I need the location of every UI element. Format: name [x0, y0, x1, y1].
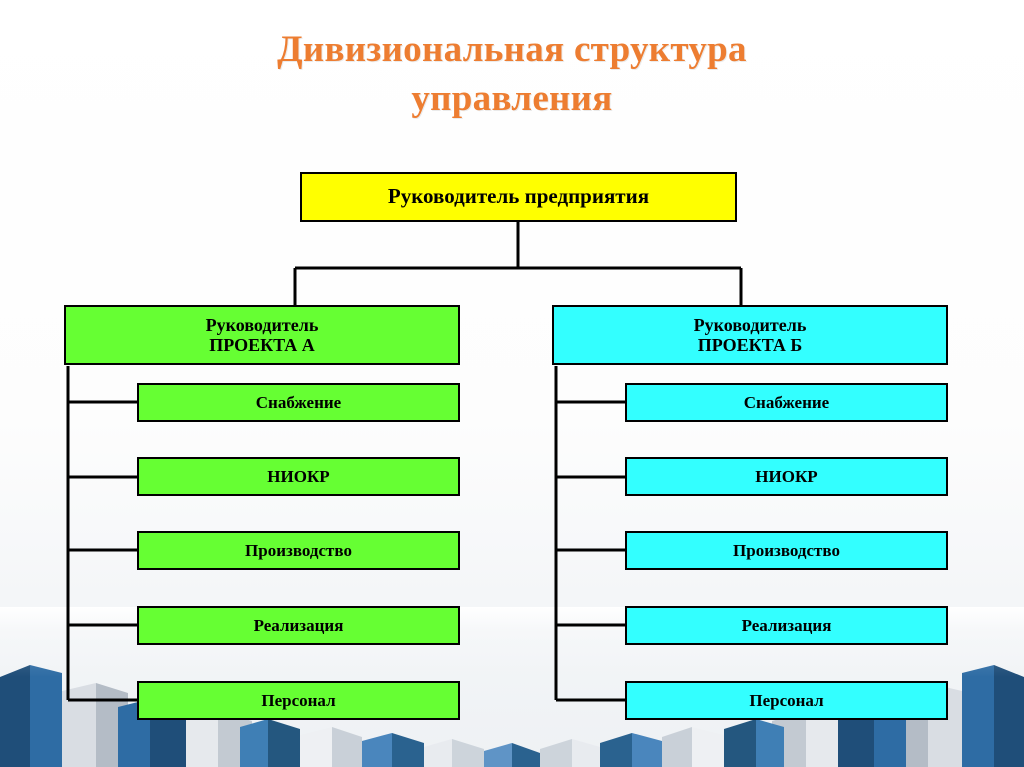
- node-b-production[interactable]: Производство: [625, 531, 948, 570]
- node-a-supply-label: Снабжение: [255, 392, 342, 412]
- node-root-label: Руководитель предприятия: [387, 184, 650, 209]
- node-a-sales[interactable]: Реализация: [137, 606, 460, 645]
- node-a-production-label: Производство: [245, 540, 352, 560]
- node-a-personnel-label: Персонал: [261, 690, 336, 710]
- node-a-rnd[interactable]: НИОКР: [137, 457, 460, 496]
- node-b-personnel[interactable]: Персонал: [625, 681, 948, 720]
- node-a-supply[interactable]: Снабжение: [137, 383, 460, 422]
- node-head-project-b-line2: ПРОЕКТА Б: [697, 335, 803, 355]
- node-b-production-label: Производство: [733, 540, 840, 560]
- node-b-supply-label: Снабжение: [743, 392, 830, 412]
- node-b-sales-label: Реализация: [741, 615, 832, 635]
- node-b-personnel-label: Персонал: [749, 690, 824, 710]
- node-head-project-a-line2: ПРОЕКТА А: [209, 335, 315, 355]
- page-title-line2: управления: [411, 77, 613, 119]
- node-head-project-a-line1: Руководитель: [205, 314, 319, 335]
- node-a-personnel[interactable]: Персонал: [137, 681, 460, 720]
- node-head-project-b[interactable]: Руководитель ПРОЕКТА Б: [552, 305, 948, 365]
- page-title-line1: Дивизиональная структура: [277, 29, 747, 70]
- node-a-sales-label: Реализация: [253, 615, 344, 635]
- node-b-rnd-label: НИОКР: [755, 466, 818, 486]
- node-b-sales[interactable]: Реализация: [625, 606, 948, 645]
- node-root[interactable]: Руководитель предприятия: [300, 172, 737, 222]
- node-a-production[interactable]: Производство: [137, 531, 460, 570]
- node-b-supply[interactable]: Снабжение: [625, 383, 948, 422]
- page-title: Дивизиональная структура управления: [0, 26, 1024, 124]
- node-head-project-b-line1: Руководитель: [693, 314, 807, 335]
- node-b-rnd[interactable]: НИОКР: [625, 457, 948, 496]
- node-head-project-a[interactable]: Руководитель ПРОЕКТА А: [64, 305, 460, 365]
- node-a-rnd-label: НИОКР: [267, 466, 330, 486]
